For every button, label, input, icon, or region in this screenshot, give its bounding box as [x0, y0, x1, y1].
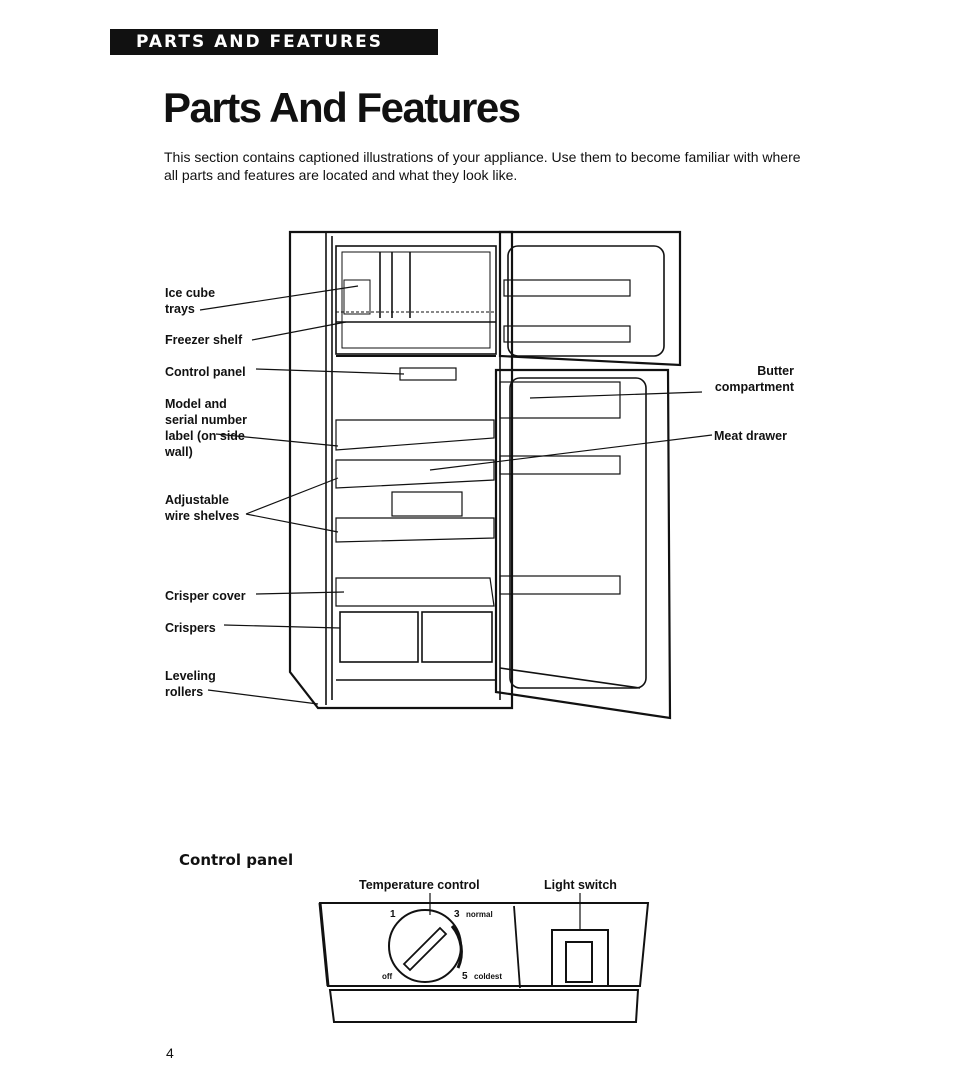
label-adjustable-shelves: Adjustable wire shelves [165, 493, 240, 523]
section-banner: PARTS AND FEATURES [110, 29, 438, 55]
dial-mark-5: 5 [462, 971, 468, 982]
label-temperature-control: Temperature control [359, 878, 480, 892]
label-ice-cube-trays: Ice cube trays [165, 286, 216, 316]
label-crisper-cover: Crisper cover [165, 589, 246, 603]
intro-paragraph: This section contains captioned illustra… [164, 149, 801, 183]
dial-mark-3: 3 [454, 909, 460, 920]
label-light-switch: Light switch [544, 878, 617, 892]
refrigerator-illustration [199, 230, 713, 720]
label-model-serial: Model and serial number label (on side w… [165, 397, 247, 459]
control-panel-heading: Control panel [179, 851, 294, 869]
dial-mark-1: 1 [390, 909, 396, 920]
label-leveling-rollers: Leveling rollers [165, 669, 216, 699]
label-freezer-shelf: Freezer shelf [165, 333, 243, 347]
dial-mark-coldest: coldest [474, 972, 502, 981]
label-crispers: Crispers [165, 621, 216, 635]
label-butter-compartment: Butter compartment [714, 364, 794, 394]
dial-mark-normal: normal [466, 910, 493, 919]
dial-mark-off: off [382, 972, 393, 981]
label-control-panel: Control panel [165, 365, 246, 379]
page-title: Parts And Features [163, 84, 521, 131]
page-number: 4 [166, 1045, 174, 1061]
label-meat-drawer: Meat drawer [714, 429, 787, 443]
